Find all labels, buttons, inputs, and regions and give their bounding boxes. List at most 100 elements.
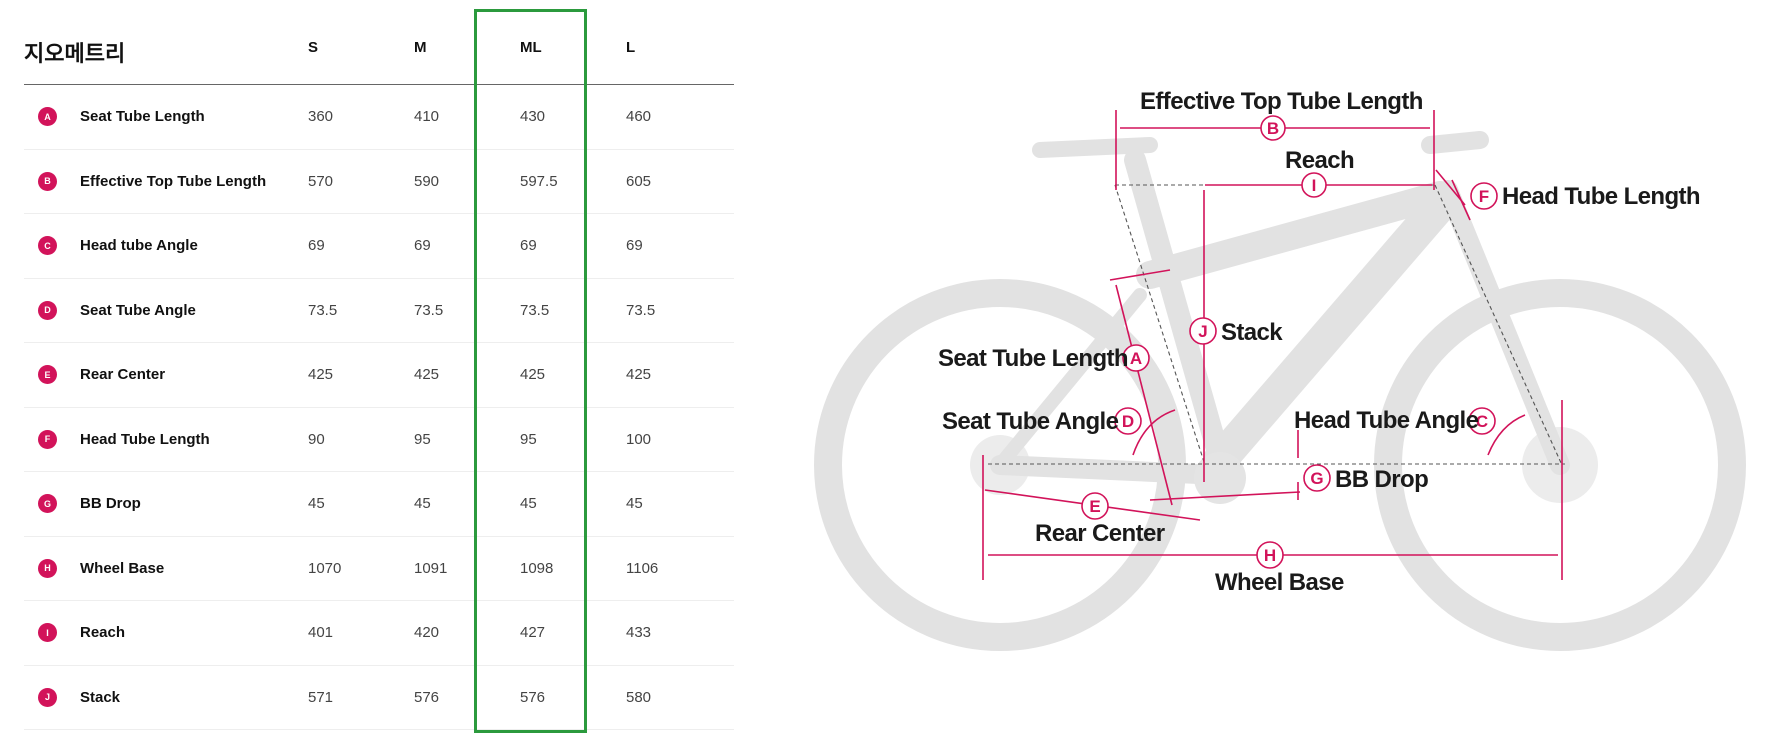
row-value: 45	[414, 495, 431, 512]
svg-text:A: A	[1130, 349, 1142, 368]
bike-geometry-diagram: B I F J A D C G E H Effective Top Tube L…	[814, 88, 1746, 651]
row-value: 425	[520, 366, 546, 383]
row-value: 425	[626, 366, 652, 383]
svg-text:G: G	[1310, 469, 1323, 488]
geometry-table: 지오메트리 S M ML L A Seat Tube Length 360 410 43…	[24, 0, 734, 730]
row-value: 73.5	[520, 301, 550, 319]
row-value: 401	[308, 624, 334, 641]
label-rear-center: Rear Center	[1035, 520, 1165, 547]
row-value: 90	[308, 430, 325, 448]
table-row: J Stack 571 576 576 580	[24, 666, 734, 730]
svg-text:D: D	[1122, 412, 1134, 431]
row-value: 425	[414, 366, 440, 383]
table-row: E Rear Center 425 425 425 425	[24, 343, 734, 408]
row-value: 433	[626, 624, 652, 641]
row-value: 410	[414, 108, 440, 125]
badge-g: G	[38, 494, 57, 513]
badge-i: I	[38, 623, 57, 642]
row-value: 69	[308, 237, 325, 254]
row-value: 73.5	[414, 301, 444, 319]
badge-c: C	[38, 236, 57, 255]
row-label: Wheel Base	[80, 559, 165, 577]
row-value: 360	[308, 108, 334, 125]
table-title: 지오메트리	[24, 42, 126, 67]
row-value: 597.5	[520, 172, 558, 190]
svg-text:F: F	[1479, 187, 1489, 206]
row-value: 45	[520, 495, 537, 512]
svg-text:I: I	[1312, 176, 1317, 195]
row-value: 1091	[414, 559, 448, 577]
row-value: 576	[414, 688, 440, 706]
label-stack: Stack	[1221, 319, 1283, 346]
row-label: Head Tube Length	[80, 430, 210, 448]
label-seat-tube-length: Seat Tube Length	[938, 345, 1128, 372]
row-value: 73.5	[626, 301, 656, 319]
col-header-m: M	[414, 39, 427, 56]
svg-text:E: E	[1089, 497, 1100, 516]
row-value: 45	[626, 495, 643, 512]
dimension-markers: B I F J A D C G E H	[1081, 115, 1498, 569]
badge-f: F	[38, 429, 57, 449]
table-row: B Effective Top Tube Length 570 590 597.5 605	[24, 150, 734, 214]
table-row: D Seat Tube Angle 73.5 73.5 73.5 73.5	[24, 279, 734, 343]
label-head-tube-length: Head Tube Length	[1502, 183, 1700, 210]
row-label: Stack	[80, 688, 121, 706]
table-row: F Head Tube Length 90 95 95 100	[24, 408, 734, 472]
row-label: Effective Top Tube Length	[80, 172, 267, 190]
row-value: 427	[520, 624, 546, 641]
badge-b: B	[38, 171, 57, 191]
table-header: 지오메트리 S M ML L	[24, 0, 734, 85]
row-value: 95	[520, 430, 537, 448]
col-header-s: S	[308, 39, 319, 56]
row-value: 570	[308, 172, 334, 190]
table-row: A Seat Tube Length 360 410 430 460	[24, 85, 734, 150]
row-value: 69	[520, 237, 537, 254]
row-value: 1106	[626, 559, 659, 577]
row-value: 73.5	[308, 301, 338, 319]
row-label: BB Drop	[80, 495, 141, 512]
row-value: 45	[308, 495, 325, 512]
row-value: 580	[626, 688, 652, 706]
col-header-ml: ML	[520, 39, 542, 56]
row-label: Seat Tube Length	[80, 108, 205, 125]
row-value: 69	[414, 237, 431, 254]
badge-h: H	[38, 558, 57, 578]
row-value: 95	[414, 430, 431, 448]
badge-a: A	[38, 107, 57, 126]
row-value: 571	[308, 688, 334, 706]
label-wheel-base: Wheel Base	[1215, 569, 1344, 596]
label-bb-drop: BB Drop	[1335, 466, 1428, 493]
row-label: Reach	[80, 624, 126, 641]
row-value: 425	[308, 366, 334, 383]
row-value: 576	[520, 688, 546, 706]
bike-silhouette	[814, 131, 1746, 651]
row-value: 420	[414, 624, 440, 641]
row-value: 1098	[520, 559, 554, 577]
row-value: 460	[626, 108, 652, 125]
row-value: 430	[520, 108, 546, 125]
dimension-labels: Effective Top Tube Length Reach Head Tub…	[938, 88, 1701, 596]
label-reach: Reach	[1285, 147, 1354, 174]
svg-text:C: C	[1476, 412, 1488, 431]
badge-j: J	[38, 687, 57, 707]
table-row: I Reach 401 420 427 433	[24, 601, 734, 666]
svg-text:H: H	[1264, 546, 1276, 565]
label-effective-top-tube: Effective Top Tube Length	[1140, 88, 1423, 115]
svg-text:B: B	[1267, 119, 1279, 138]
badge-e: E	[38, 365, 57, 384]
badge-d: D	[38, 300, 57, 320]
row-value: 590	[414, 172, 440, 190]
col-header-l: L	[626, 39, 636, 56]
row-value: 100	[626, 430, 652, 448]
table-row: H Wheel Base 1070 1091 1098 1106	[24, 537, 734, 601]
row-label: Seat Tube Angle	[80, 301, 196, 319]
svg-text:J: J	[1198, 322, 1207, 341]
row-label: Rear Center	[80, 366, 166, 383]
label-seat-tube-angle: Seat Tube Angle	[942, 408, 1119, 435]
row-value: 1070	[308, 559, 342, 577]
table-row: G BB Drop 45 45 45 45	[24, 472, 734, 537]
row-label: Head tube Angle	[80, 237, 198, 254]
label-head-tube-angle: Head Tube Angle	[1294, 407, 1479, 434]
row-value: 605	[626, 172, 652, 190]
